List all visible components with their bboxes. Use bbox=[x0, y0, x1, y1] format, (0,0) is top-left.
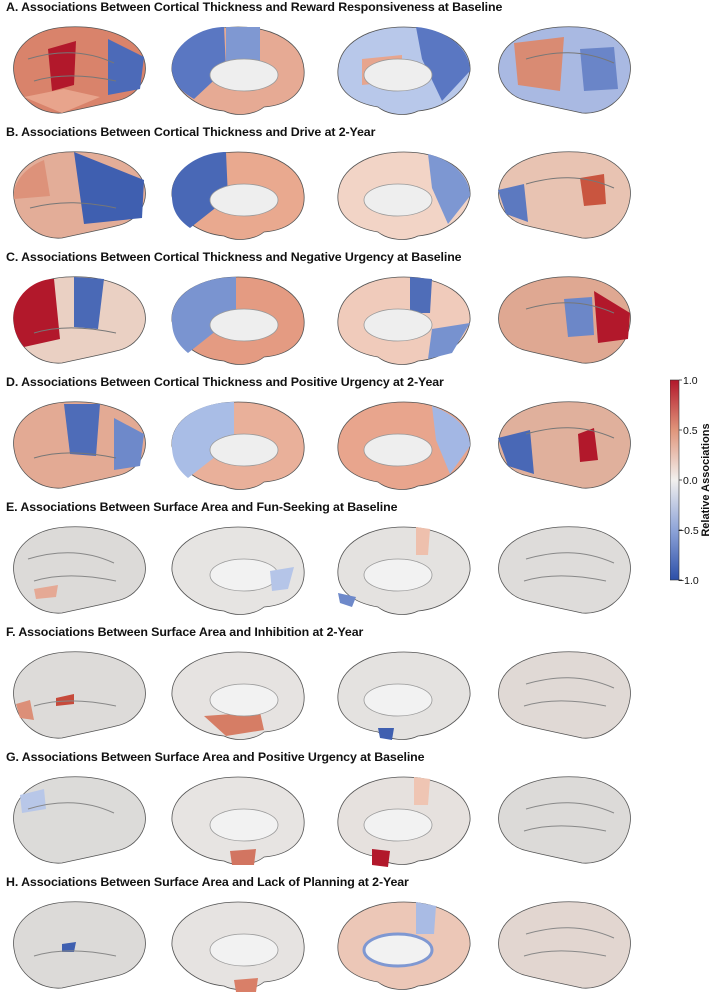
brain-medial-right bbox=[337, 26, 471, 115]
brain-medial-left bbox=[171, 651, 305, 740]
brain-medial-right bbox=[337, 526, 471, 615]
panel-a: A. Associations Between Cortical Thickne… bbox=[0, 0, 640, 125]
panel-title: G. Associations Between Surface Area and… bbox=[6, 750, 425, 764]
colorbar-label: Relative Associations bbox=[700, 423, 712, 536]
panel-title: E. Associations Between Surface Area and… bbox=[6, 500, 398, 514]
brain-medial-left bbox=[171, 151, 305, 240]
brain-lateral-right bbox=[498, 901, 631, 989]
brain-medial-left bbox=[171, 401, 305, 490]
colorbar-ticks: 1.0 0.5 0.0 −0.5 −1.0 bbox=[678, 375, 699, 585]
panel-title: H. Associations Between Surface Area and… bbox=[6, 875, 409, 889]
brain-medial-right bbox=[337, 901, 471, 990]
brain-lateral-left bbox=[13, 151, 146, 239]
colorbar: 1.0 0.5 0.0 −0.5 −1.0 Relative Associati… bbox=[670, 375, 712, 585]
brain-medial-left bbox=[171, 901, 305, 992]
brain-lateral-left bbox=[13, 26, 146, 114]
brain-lateral-left bbox=[13, 276, 146, 364]
brain-medial-left bbox=[171, 776, 305, 865]
brain-medial-right bbox=[337, 401, 471, 490]
brain-lateral-right bbox=[498, 526, 631, 614]
brain-lateral-left bbox=[13, 401, 146, 489]
brain-medial-right bbox=[337, 651, 471, 740]
panel-title: A. Associations Between Cortical Thickne… bbox=[6, 0, 503, 14]
brain-lateral-left bbox=[13, 526, 146, 614]
brain-lateral-right bbox=[498, 401, 631, 489]
panel-title: B. Associations Between Cortical Thickne… bbox=[6, 125, 376, 139]
brain-medial-left bbox=[171, 26, 305, 115]
panel-b: B. Associations Between Cortical Thickne… bbox=[0, 125, 640, 250]
brain-lateral-left bbox=[13, 651, 146, 739]
panel-d: D. Associations Between Cortical Thickne… bbox=[0, 375, 640, 500]
panel-e: E. Associations Between Surface Area and… bbox=[0, 500, 640, 625]
colorbar-tick-label: −0.5 bbox=[678, 525, 699, 537]
colorbar-gradient bbox=[670, 379, 680, 581]
panel-h: H. Associations Between Surface Area and… bbox=[0, 875, 640, 1000]
brain-lateral-right bbox=[498, 651, 631, 739]
panel-title: D. Associations Between Cortical Thickne… bbox=[6, 375, 444, 389]
brain-medial-right bbox=[337, 276, 471, 365]
brain-medial-right bbox=[337, 776, 471, 867]
brain-lateral-left bbox=[13, 901, 146, 989]
colorbar-tick-label: 0.5 bbox=[683, 425, 698, 437]
panel-c: C. Associations Between Cortical Thickne… bbox=[0, 250, 640, 375]
brain-lateral-right bbox=[498, 151, 631, 239]
brain-medial-right bbox=[337, 151, 471, 240]
brain-lateral-right bbox=[498, 276, 631, 364]
colorbar-tick-label: 0.0 bbox=[683, 475, 698, 487]
brain-lateral-left bbox=[13, 776, 146, 864]
brain-medial-left bbox=[171, 526, 305, 615]
brain-medial-left bbox=[171, 276, 305, 365]
colorbar-tick-label: 1.0 bbox=[683, 375, 698, 387]
panel-g: G. Associations Between Surface Area and… bbox=[0, 750, 640, 875]
panel-title: F. Associations Between Surface Area and… bbox=[6, 625, 364, 639]
brain-lateral-right bbox=[498, 776, 631, 864]
panel-title: C. Associations Between Cortical Thickne… bbox=[6, 250, 462, 264]
panel-f: F. Associations Between Surface Area and… bbox=[0, 625, 640, 750]
colorbar-tick-label: −1.0 bbox=[678, 575, 699, 585]
brain-lateral-right bbox=[498, 26, 631, 114]
